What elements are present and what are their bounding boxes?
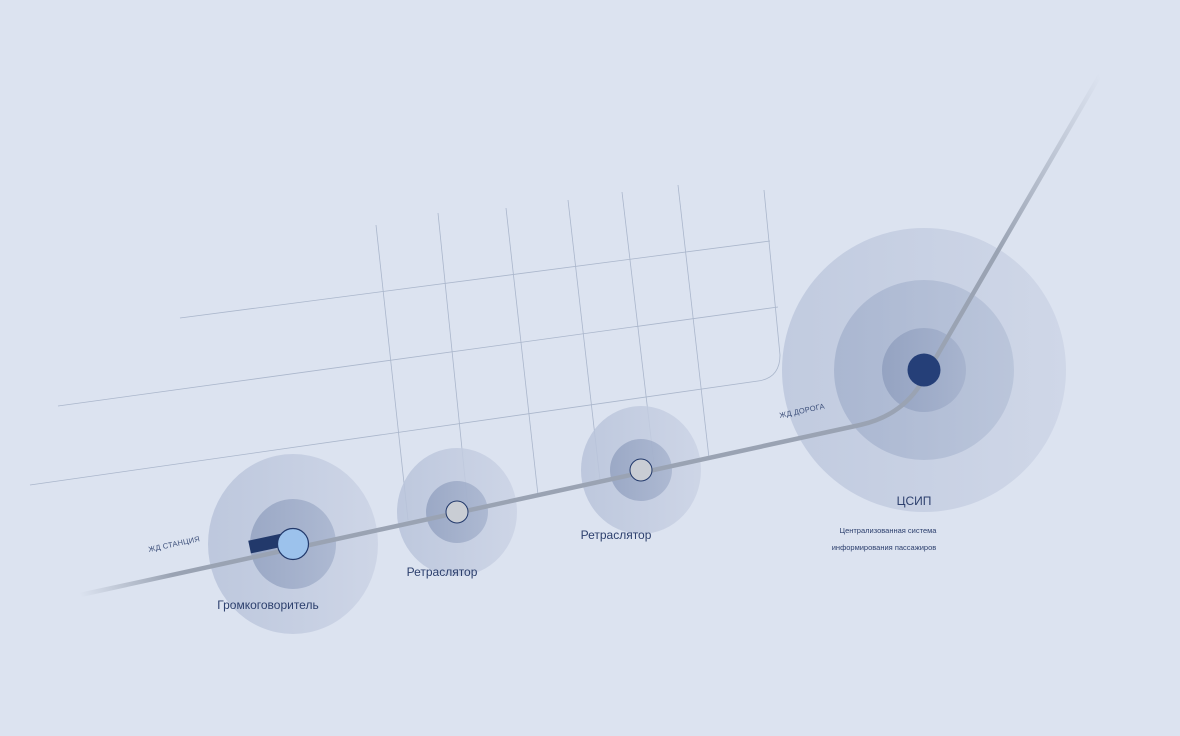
speaker-label: Громкоговоритель [217, 598, 318, 612]
street-line [29, 189, 781, 486]
street-line [505, 207, 539, 496]
repeater-2-label: Ретраслятор [581, 528, 652, 542]
repeater-node-icon[interactable] [629, 458, 653, 482]
station-road-label: ЖД СТАНЦИЯ [148, 534, 201, 554]
repeater-node-icon[interactable] [445, 500, 469, 524]
center-title: ЦСИП [897, 494, 932, 508]
repeater-1-label: Ретраслятор [407, 565, 478, 579]
street-line [375, 224, 409, 521]
center-description-line1: Централизованная система [840, 526, 938, 535]
street-grid [29, 184, 781, 521]
street-line [677, 184, 710, 459]
street-line [179, 240, 771, 319]
railway-line [77, 72, 1103, 598]
loudspeaker-icon[interactable] [248, 527, 310, 561]
speaker-node [276, 527, 310, 561]
street-line [57, 306, 779, 407]
center-description-line2: информирования пассажиров [832, 543, 937, 552]
server-node-icon[interactable] [907, 353, 941, 387]
